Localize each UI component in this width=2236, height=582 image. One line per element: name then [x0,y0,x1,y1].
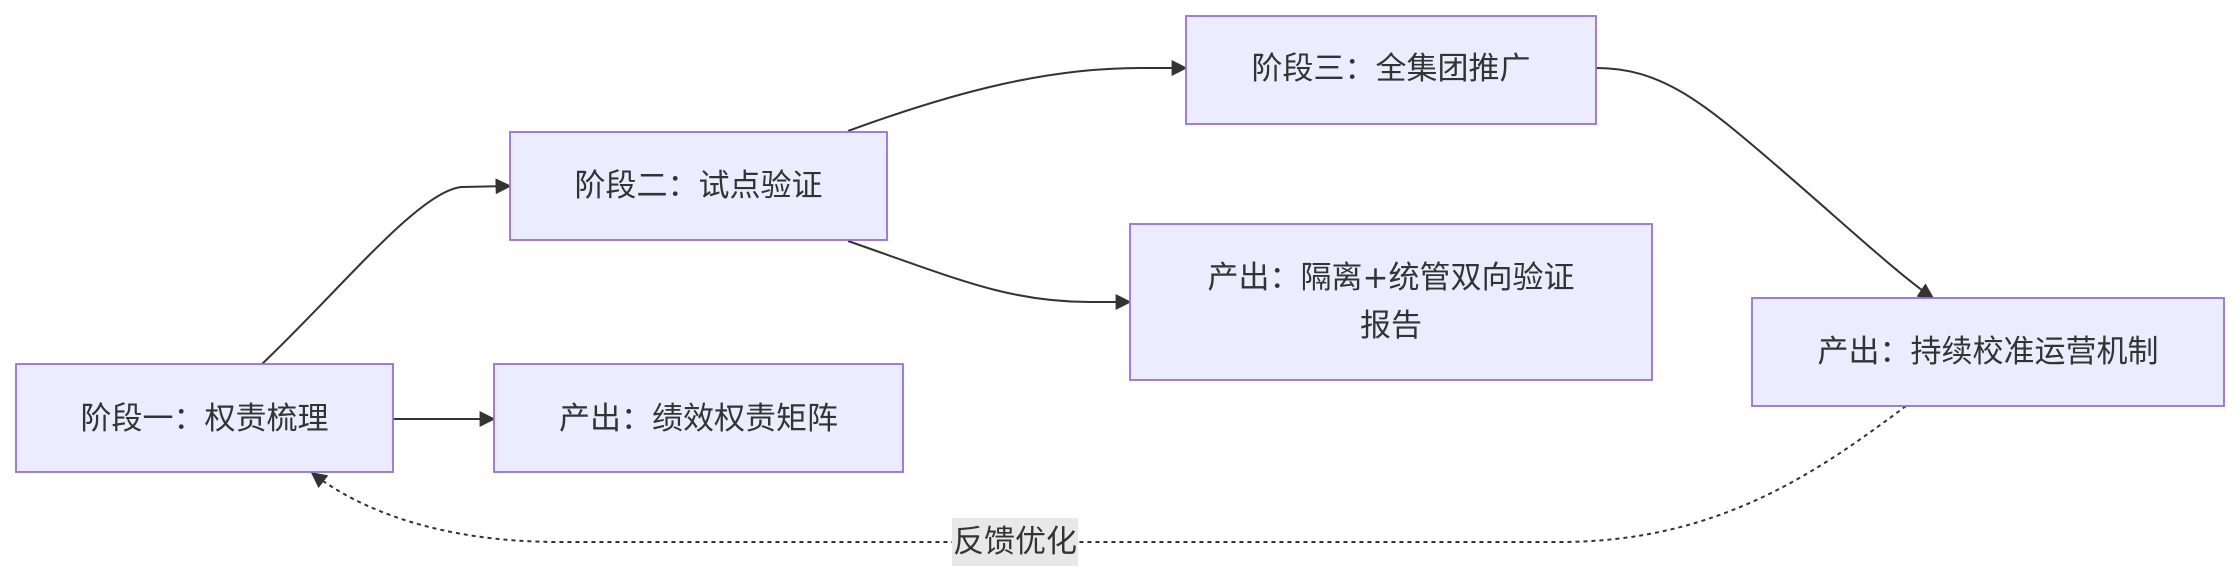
node-output2-label-line1: 产出：隔离+统管双向验证 [1208,260,1575,296]
edge-label-feedback: 反馈优化 [952,518,1078,566]
edge-stage1-to-stage2 [261,178,512,365]
node-output3-label: 产出：持续校准运营机制 [1818,334,2159,370]
node-output2-label-line2: 报告 [1360,308,1422,344]
node-stage3-label: 阶段三：全集团推广 [1252,51,1531,87]
edge-stage2-to-output2 [847,240,1132,310]
node-stage1[interactable]: 阶段一：权责梳理 [15,363,394,473]
node-output3[interactable]: 产出：持续校准运营机制 [1751,297,2225,407]
edge-label-feedback-text: 反馈优化 [953,524,1077,560]
node-output1[interactable]: 产出：绩效权责矩阵 [493,363,904,473]
node-output1-label: 产出：绩效权责矩阵 [559,401,838,437]
node-stage2[interactable]: 阶段二：试点验证 [509,131,888,241]
node-output2[interactable]: 产出：隔离+统管双向验证 报告 [1129,223,1653,381]
edge-stage2-to-stage3 [847,60,1188,132]
nodes: 阶段一：权责梳理 产出：绩效权责矩阵 阶段二：试点验证 产出：隔离+统管双向验证… [15,15,2225,473]
node-stage2-label: 阶段二：试点验证 [575,168,823,204]
edge-stage3-to-output3 [1595,67,1935,299]
edge-feedback-output3-to-stage1 [310,405,1907,543]
node-stage1-label: 阶段一：权责梳理 [81,401,329,437]
node-stage3[interactable]: 阶段三：全集团推广 [1185,15,1597,125]
edges [261,60,1935,543]
